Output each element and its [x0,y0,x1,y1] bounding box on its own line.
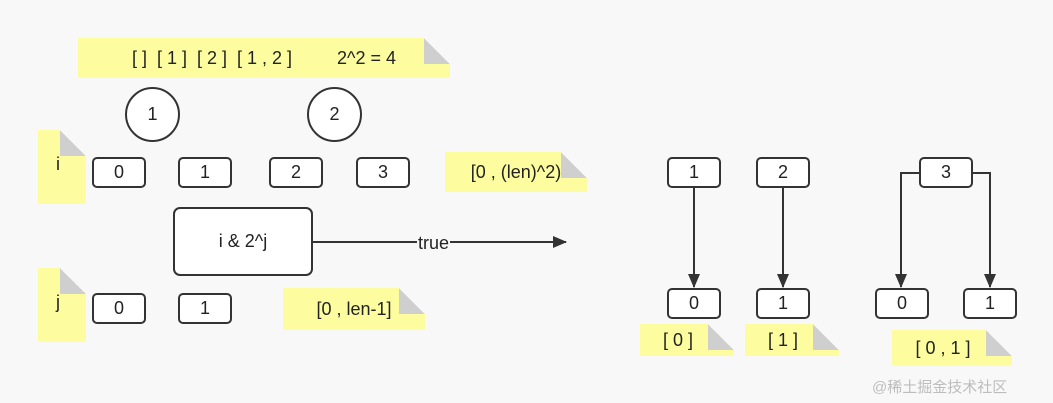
true-label: true [417,233,451,254]
subsets-note: [ ] [ 1 ] [ 2 ] [ 1 , 2 ] 2^2 = 4 [78,38,450,78]
j-box-0: 0 [92,293,146,324]
j-range-note: [0 , len-1] [283,288,425,330]
j-range-text: [0 , len-1] [316,298,392,319]
tree1-parent-label: 1 [688,162,699,182]
circle-1-label: 1 [147,104,158,124]
result-0-note: [ 0 ] [640,324,734,356]
tree3-child-1-label: 1 [984,293,995,313]
true-label-text: true [418,233,450,253]
result-01-note: [ 0 , 1 ] [892,330,1012,366]
j-label: j [56,292,60,312]
condition-box: i & 2^j [173,207,313,276]
i-label: i [56,154,60,174]
condition-text: i & 2^j [218,231,268,251]
i-range-note: [0 , (len)^2) [445,152,587,192]
i-value-1: 1 [199,162,210,182]
j-label-note: j [38,268,86,342]
i-value-3: 3 [377,162,388,182]
i-box-2: 2 [269,157,323,188]
circle-1: 1 [125,87,180,142]
i-box-3: 3 [356,157,410,188]
tree3-child-0-label: 0 [896,293,907,313]
tree2-child-0: 1 [756,288,810,319]
subsets-text: [ ] [ 1 ] [ 2 ] [ 1 , 2 ] 2^2 = 4 [131,47,397,68]
edge-t3-left [895,172,920,288]
tree2-parent-label: 2 [777,162,788,182]
tree1-child-0: 0 [667,288,721,319]
i-value-2: 2 [290,162,301,182]
tree3-child-1: 1 [963,288,1017,319]
tree3-child-0: 0 [875,288,929,319]
j-box-1: 1 [178,293,232,324]
result-1-text: [ 1 ] [767,329,798,350]
tree1-child-0-label: 0 [688,293,699,313]
tree2-child-0-label: 1 [777,293,788,313]
i-label-note: i [38,130,86,204]
tree3-parent: 3 [919,157,973,188]
tree2-parent: 2 [756,157,810,188]
i-range-text: [0 , (len)^2) [470,161,562,182]
i-value-0: 0 [113,162,124,182]
result-0-text: [ 0 ] [662,329,693,350]
circle-2-label: 2 [329,104,340,124]
circle-2: 2 [307,87,362,142]
i-box-0: 0 [92,157,146,188]
watermark-text: @稀土掘金技术社区 [872,379,1008,396]
j-value-0: 0 [113,298,124,318]
watermark: @稀土掘金技术社区 [872,376,1007,397]
tree3-parent-label: 3 [940,162,951,182]
result-01-text: [ 0 , 1 ] [915,337,971,358]
j-value-1: 1 [199,298,210,318]
i-box-1: 1 [178,157,232,188]
edge-t3-right [972,172,996,288]
tree1-parent: 1 [667,157,721,188]
result-1-note: [ 1 ] [745,324,839,356]
